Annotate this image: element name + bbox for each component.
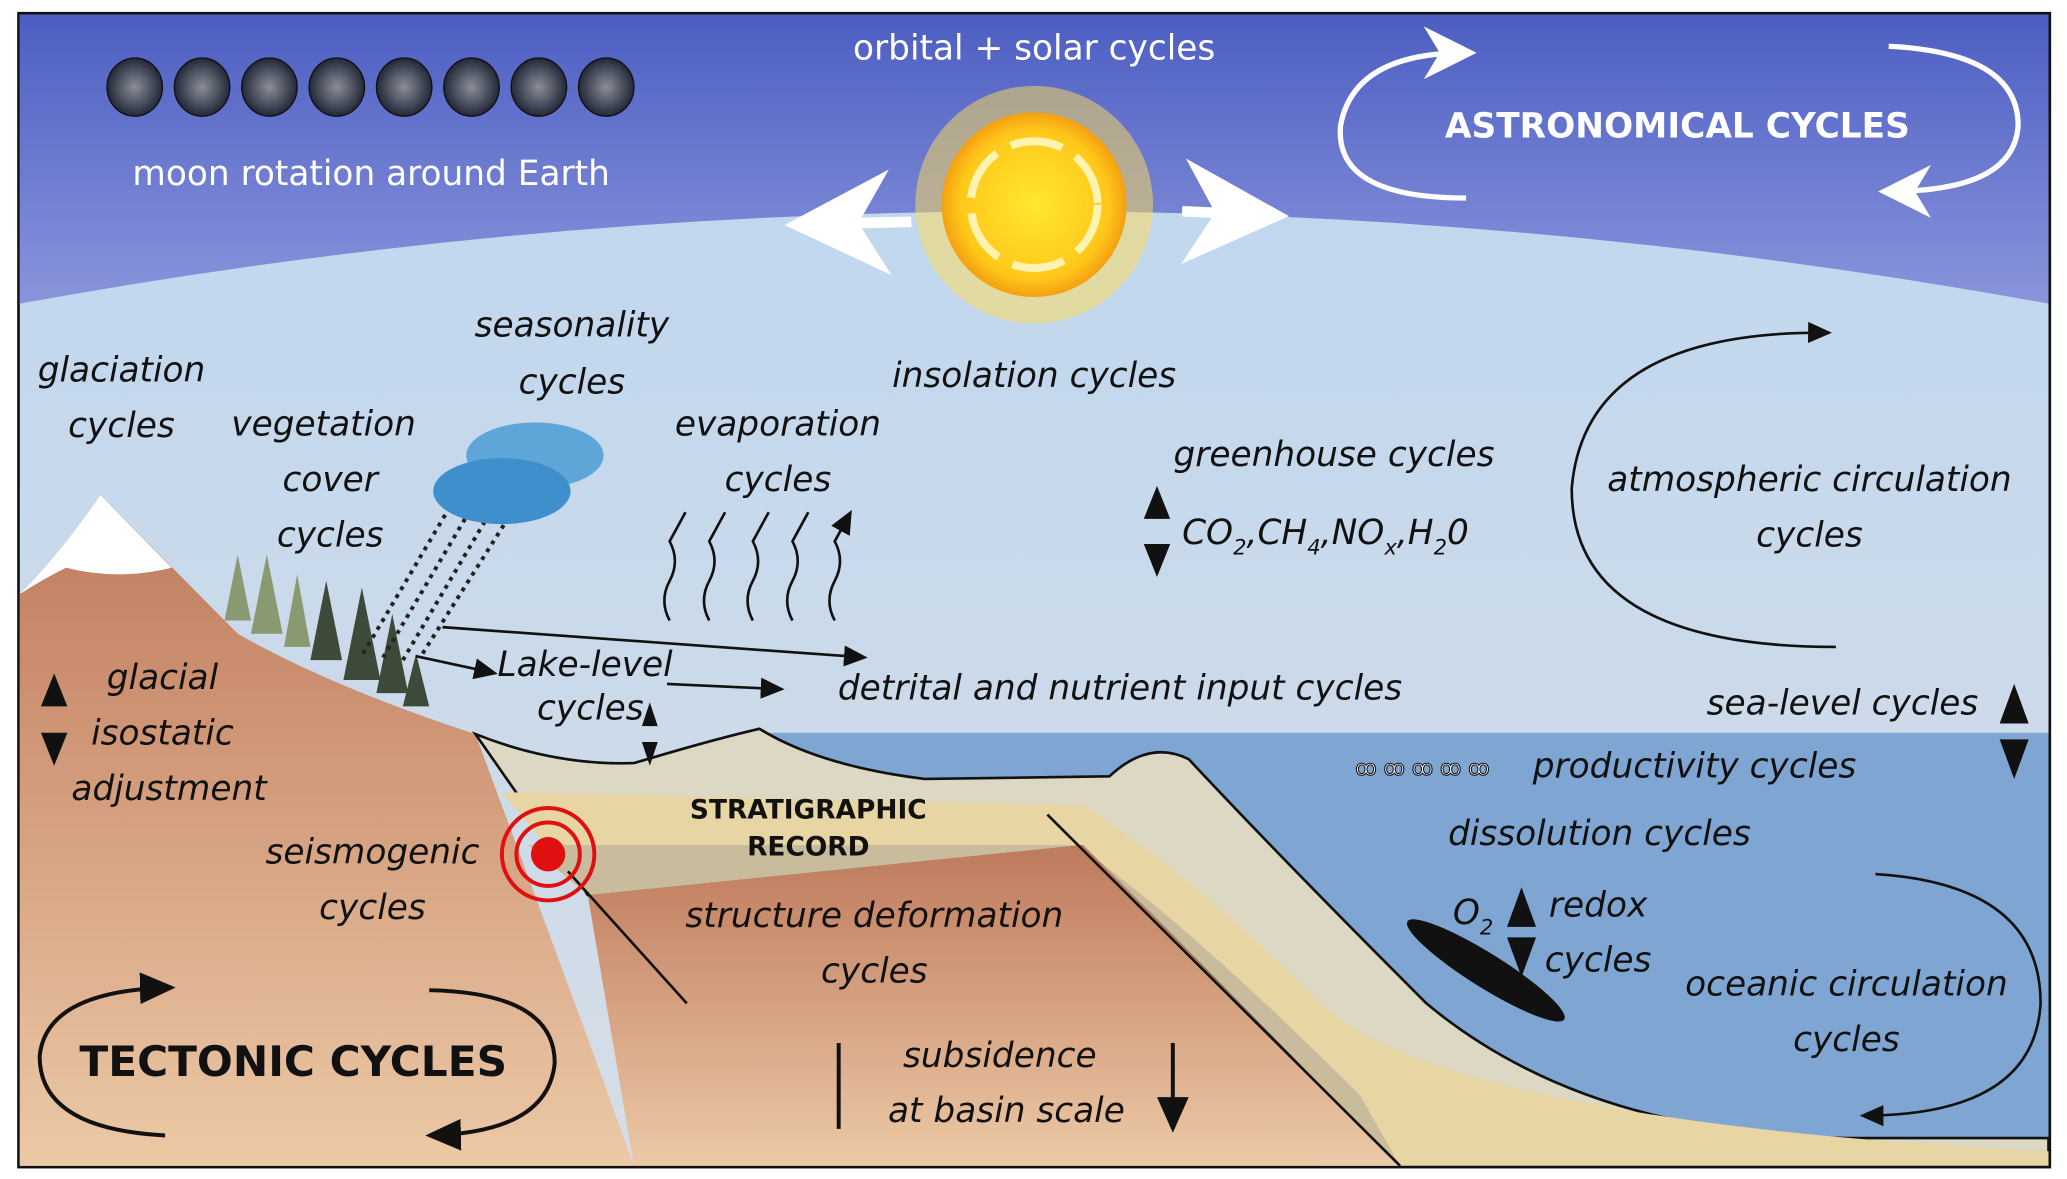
lake-label: Lake-level xyxy=(497,645,673,685)
glaciation-label-2: cycles xyxy=(68,406,175,446)
strat-label-2: RECORD xyxy=(747,832,869,863)
tectonic-cycle-arrows xyxy=(37,972,557,1151)
o2-label: O2 xyxy=(1453,893,1493,940)
glacial-label-2: isostatic xyxy=(91,714,234,754)
tectonic-title: TECTONIC CYCLES xyxy=(79,1037,507,1086)
moon-phase-icon xyxy=(173,57,231,117)
moon-phase-icon xyxy=(308,57,366,117)
structure-label-2: cycles xyxy=(821,951,928,991)
seismo-label: seismogenic xyxy=(265,832,479,872)
moon-phase-icon xyxy=(241,57,298,117)
productivity-label: productivity cycles xyxy=(1532,747,1857,787)
evaporation-label: evaporation xyxy=(675,405,881,445)
plankton-icons: ꝏ ꝏ ꝏ ꝏ ꝏ xyxy=(1355,755,1489,780)
astronomical-cycle-arrows xyxy=(1337,26,2021,218)
moon-phase-icon xyxy=(106,57,164,117)
dissolution-label: dissolution cycles xyxy=(1448,814,1751,854)
seismo-label-2: cycles xyxy=(319,888,426,928)
sediment-layer-yellow xyxy=(501,792,2049,1166)
insolation-label: insolation cycles xyxy=(892,356,1176,396)
orbit-arrow-right xyxy=(1181,158,1290,265)
moon-label: moon rotation around Earth xyxy=(132,154,609,194)
seasonality-label: seasonality xyxy=(475,306,670,346)
up-down-arrows xyxy=(40,485,2029,1022)
structure-label: structure deformation xyxy=(685,896,1063,936)
subsidence-label-2: at basin scale xyxy=(888,1091,1125,1131)
oceanic-label: oceanic circulation xyxy=(1685,964,2008,1004)
astronomical-title: ASTRONOMICAL CYCLES xyxy=(1445,106,1910,146)
seasonality-label-2: cycles xyxy=(519,362,626,402)
moon-phase-icon xyxy=(443,57,500,117)
oceanic-label-2: cycles xyxy=(1793,1020,1900,1060)
sea-level-label: sea-level cycles xyxy=(1707,683,1979,723)
sediment-layer-grey xyxy=(528,844,1401,1166)
moon-phase-icon xyxy=(375,57,433,117)
orbit-arrow-left xyxy=(784,169,912,276)
vegetation-label: vegetation xyxy=(231,405,416,445)
atmospheric-label: atmospheric circulation xyxy=(1607,460,2011,500)
fault-left xyxy=(566,870,688,1005)
evaporation-label-2: cycles xyxy=(725,460,832,500)
basin-crust xyxy=(587,844,1401,1166)
moon-phase-icon xyxy=(510,57,568,117)
subsidence-label: subsidence xyxy=(903,1036,1097,1076)
rain-cloud xyxy=(361,422,604,662)
snow-cap xyxy=(19,495,172,595)
glaciation-label: glaciation xyxy=(38,351,206,391)
strat-label: STRATIGRAPHIC xyxy=(690,795,927,826)
orbital-label: orbital + solar cycles xyxy=(853,28,1215,68)
detrital-label: detrital and nutrient input cycles xyxy=(838,669,1402,709)
redox-label-2: cycles xyxy=(1545,941,1652,981)
vegetation-label-2: cover xyxy=(282,460,379,500)
sun xyxy=(915,85,1154,324)
lake-label-2: cycles xyxy=(537,689,644,729)
greenhouse-gases: CO2,CH4,NOx,H20 xyxy=(1182,513,1469,560)
greenhouse-label: greenhouse cycles xyxy=(1173,435,1494,475)
moon-phase-icon xyxy=(577,57,635,117)
earthquake-focus xyxy=(499,806,597,903)
glacial-label-3: adjustment xyxy=(71,769,268,809)
atmospheric-label-2: cycles xyxy=(1756,516,1863,556)
redox-label: redox xyxy=(1549,885,1648,925)
glacial-label: glacial xyxy=(107,658,219,698)
moon-phases xyxy=(106,57,635,117)
fault-right xyxy=(1046,813,1401,1167)
flow-arrows xyxy=(415,321,2042,1129)
vegetation-label-3: cycles xyxy=(277,516,384,556)
